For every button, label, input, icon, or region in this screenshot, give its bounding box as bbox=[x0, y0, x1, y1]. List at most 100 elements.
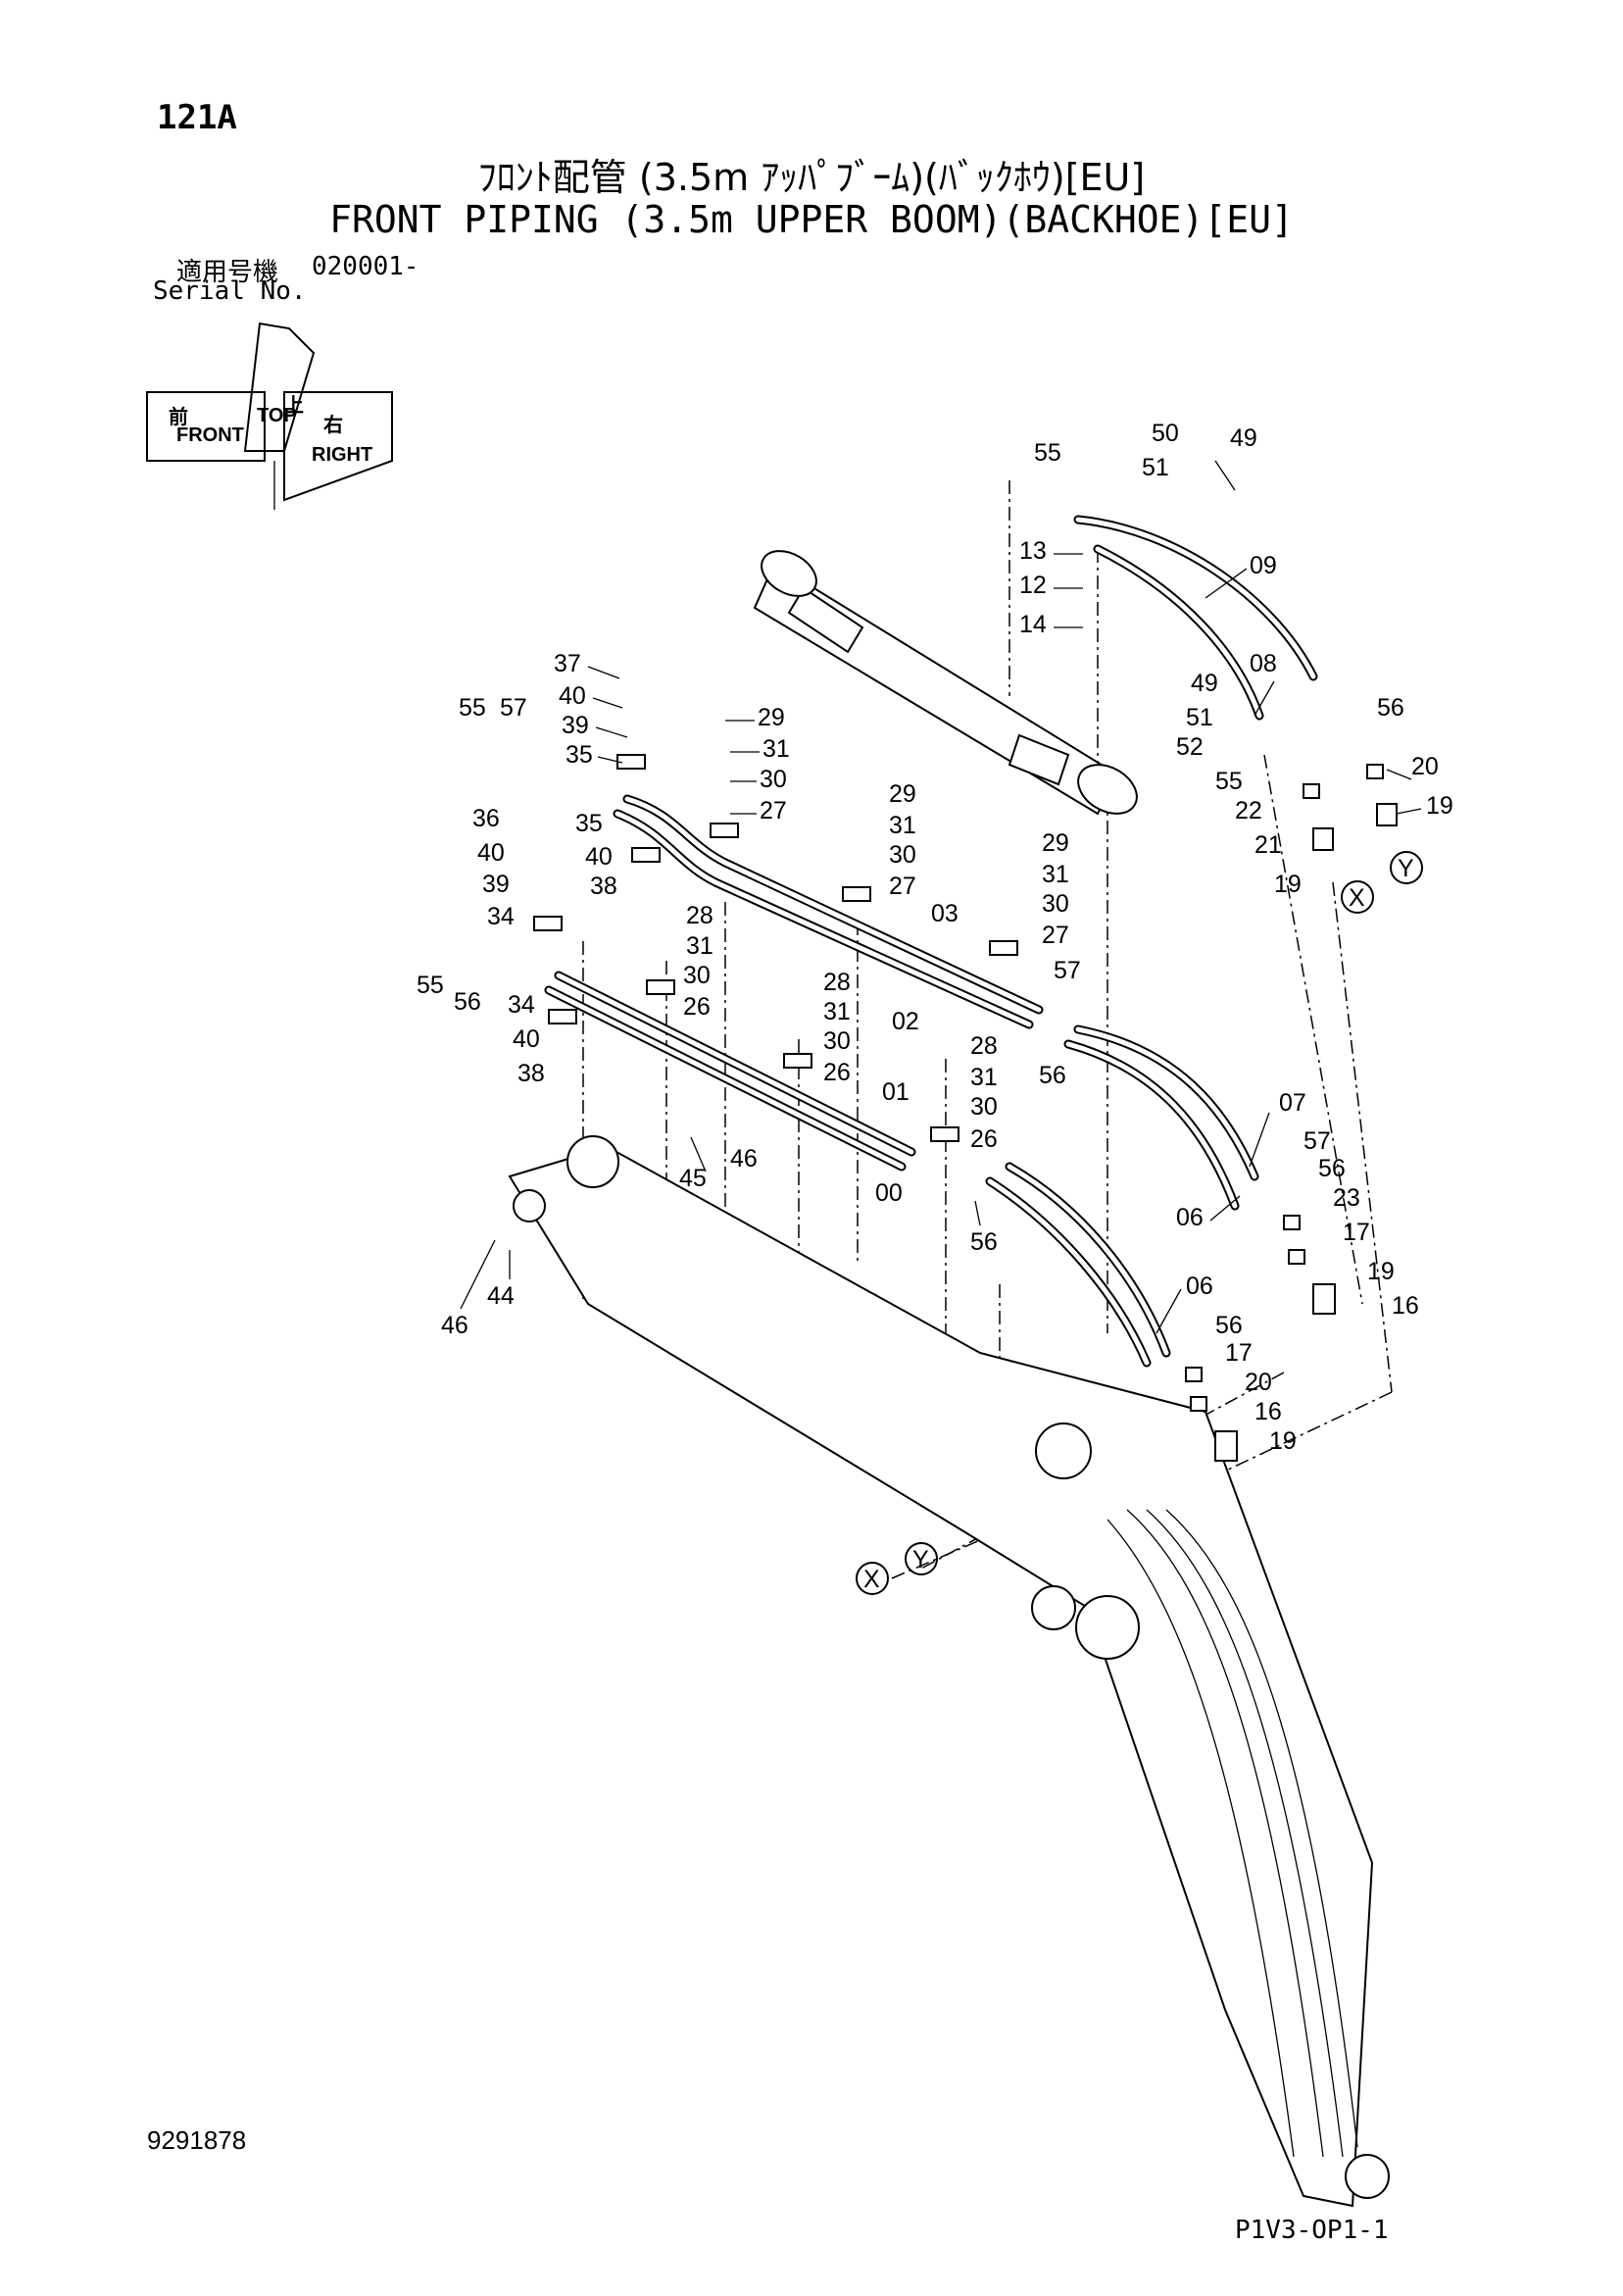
callout: 19 bbox=[1367, 1258, 1395, 1285]
boom-cylinder bbox=[753, 550, 1138, 816]
callout: 13 bbox=[1019, 537, 1047, 565]
callout: 02 bbox=[892, 1008, 919, 1035]
clamp-34 bbox=[533, 916, 563, 931]
boom-pipe-run bbox=[1126, 1509, 1324, 2158]
callout: 56 bbox=[1377, 694, 1404, 722]
callout: 20 bbox=[1411, 753, 1439, 780]
callout: 46 bbox=[441, 1312, 468, 1339]
boom-foot-boss bbox=[513, 1189, 546, 1223]
boom-structure bbox=[508, 1145, 1374, 2208]
cylinder-bracket bbox=[1008, 733, 1070, 786]
serial-label-english: Serial No. bbox=[153, 276, 307, 306]
callout: 30 bbox=[889, 841, 916, 869]
callout: 01 bbox=[882, 1078, 910, 1106]
orientation-right-jp-label: 右 bbox=[323, 413, 343, 436]
callout: 29 bbox=[1042, 829, 1069, 857]
orientation-top-jp-label: 上 bbox=[284, 394, 304, 417]
callout: 34 bbox=[487, 903, 515, 930]
callout: 49 bbox=[1191, 670, 1218, 697]
fitting-20 bbox=[1366, 764, 1384, 779]
title-japanese: ﾌﾛﾝﾄ配管 (3.5m ｱｯﾊﾟﾌﾞｰﾑ)(ﾊﾞｯｸﾎｳ)[EU] bbox=[477, 156, 1146, 199]
callout: 03 bbox=[931, 900, 959, 927]
ref-y-label: Y bbox=[912, 1546, 929, 1573]
callout: 16 bbox=[1254, 1398, 1282, 1425]
clamp-26a bbox=[646, 979, 675, 995]
callout: 00 bbox=[875, 1179, 903, 1207]
callout: 30 bbox=[760, 766, 787, 793]
fitting-17b bbox=[1185, 1367, 1203, 1382]
ref-circle-y bbox=[1390, 851, 1423, 884]
clamp-27c bbox=[989, 940, 1018, 956]
callout: 55 bbox=[1215, 768, 1243, 795]
callout: 20 bbox=[1245, 1369, 1272, 1396]
callout: 55 bbox=[417, 972, 444, 999]
orientation-top-label: TOP bbox=[257, 405, 297, 426]
serial-number-value: 020001- bbox=[312, 252, 419, 281]
callout: 50 bbox=[1152, 420, 1179, 447]
callout: 55 bbox=[1034, 439, 1061, 467]
callout: 31 bbox=[970, 1064, 998, 1091]
fitting-17 bbox=[1288, 1249, 1305, 1265]
callout: 17 bbox=[1225, 1339, 1253, 1367]
boom-foot-pin bbox=[566, 1135, 619, 1188]
callout: 34 bbox=[508, 991, 535, 1019]
callout: 28 bbox=[970, 1032, 998, 1060]
callout: 26 bbox=[683, 993, 711, 1021]
callout: 39 bbox=[482, 871, 510, 898]
hose-06-upper bbox=[1063, 1039, 1240, 1211]
ref-circle-x bbox=[1341, 880, 1374, 914]
callout: 31 bbox=[762, 735, 790, 763]
upper-boom bbox=[508, 1135, 1390, 2208]
phantom-line bbox=[1332, 881, 1393, 1393]
callout: 56 bbox=[1215, 1312, 1243, 1339]
callout: 06 bbox=[1176, 1204, 1204, 1231]
callout: 06 bbox=[1186, 1273, 1213, 1300]
callout: 40 bbox=[513, 1025, 540, 1053]
cylinder-rod-eye bbox=[761, 550, 817, 597]
boom-pipe-run bbox=[1146, 1509, 1344, 2158]
clamp-35b bbox=[631, 847, 661, 863]
callout: 31 bbox=[1042, 861, 1069, 888]
callout: 28 bbox=[823, 969, 851, 996]
callout: 40 bbox=[477, 839, 505, 867]
fitting-21 bbox=[1312, 827, 1334, 851]
callout: 57 bbox=[1054, 957, 1081, 984]
callout: 40 bbox=[585, 843, 613, 871]
ref-x-label: X bbox=[1349, 884, 1365, 912]
fitting-19 bbox=[1376, 803, 1398, 826]
callout: 21 bbox=[1254, 831, 1282, 859]
callout: 30 bbox=[1042, 890, 1069, 918]
boom-pipe-run bbox=[1165, 1509, 1358, 2148]
cylinder-bottom-eye bbox=[1077, 764, 1138, 815]
callout: 56 bbox=[970, 1228, 998, 1256]
callout: 38 bbox=[590, 873, 617, 900]
callout-labels: 55 50 49 51 13 12 14 09 49 08 51 52 56 5… bbox=[417, 420, 1453, 1455]
callout: 39 bbox=[562, 712, 589, 739]
sheet-code: P1V3-OP1-1 bbox=[1235, 2216, 1389, 2245]
boom-pipe-run bbox=[1107, 1519, 1295, 2158]
boom-lower-pin bbox=[1075, 1595, 1140, 1660]
callout: 55 bbox=[459, 694, 486, 722]
orientation-right-label: RIGHT bbox=[312, 444, 372, 466]
boom-tip-pin bbox=[1345, 2154, 1390, 2199]
callout: 51 bbox=[1186, 704, 1213, 731]
callout: 22 bbox=[1235, 797, 1262, 824]
serial-label-japanese: 適用号機 bbox=[176, 258, 279, 287]
reference-markers: X Y X Y bbox=[856, 851, 1423, 1595]
callout: 19 bbox=[1274, 871, 1302, 898]
phantom-line bbox=[1205, 1391, 1393, 1481]
callout: 30 bbox=[970, 1093, 998, 1121]
callout: 17 bbox=[1343, 1219, 1370, 1246]
callout: 29 bbox=[889, 780, 916, 808]
clamp-27a bbox=[710, 823, 739, 838]
callout: 27 bbox=[760, 797, 787, 824]
callout: 56 bbox=[1039, 1062, 1066, 1089]
callout: 51 bbox=[1142, 454, 1169, 481]
callout: 29 bbox=[758, 704, 785, 731]
clamp-34b bbox=[548, 1009, 577, 1024]
main-pipes bbox=[544, 794, 1259, 1368]
orientation-front-face bbox=[146, 391, 266, 462]
clamp-26c bbox=[930, 1126, 959, 1142]
ref-circle-y bbox=[905, 1542, 938, 1575]
